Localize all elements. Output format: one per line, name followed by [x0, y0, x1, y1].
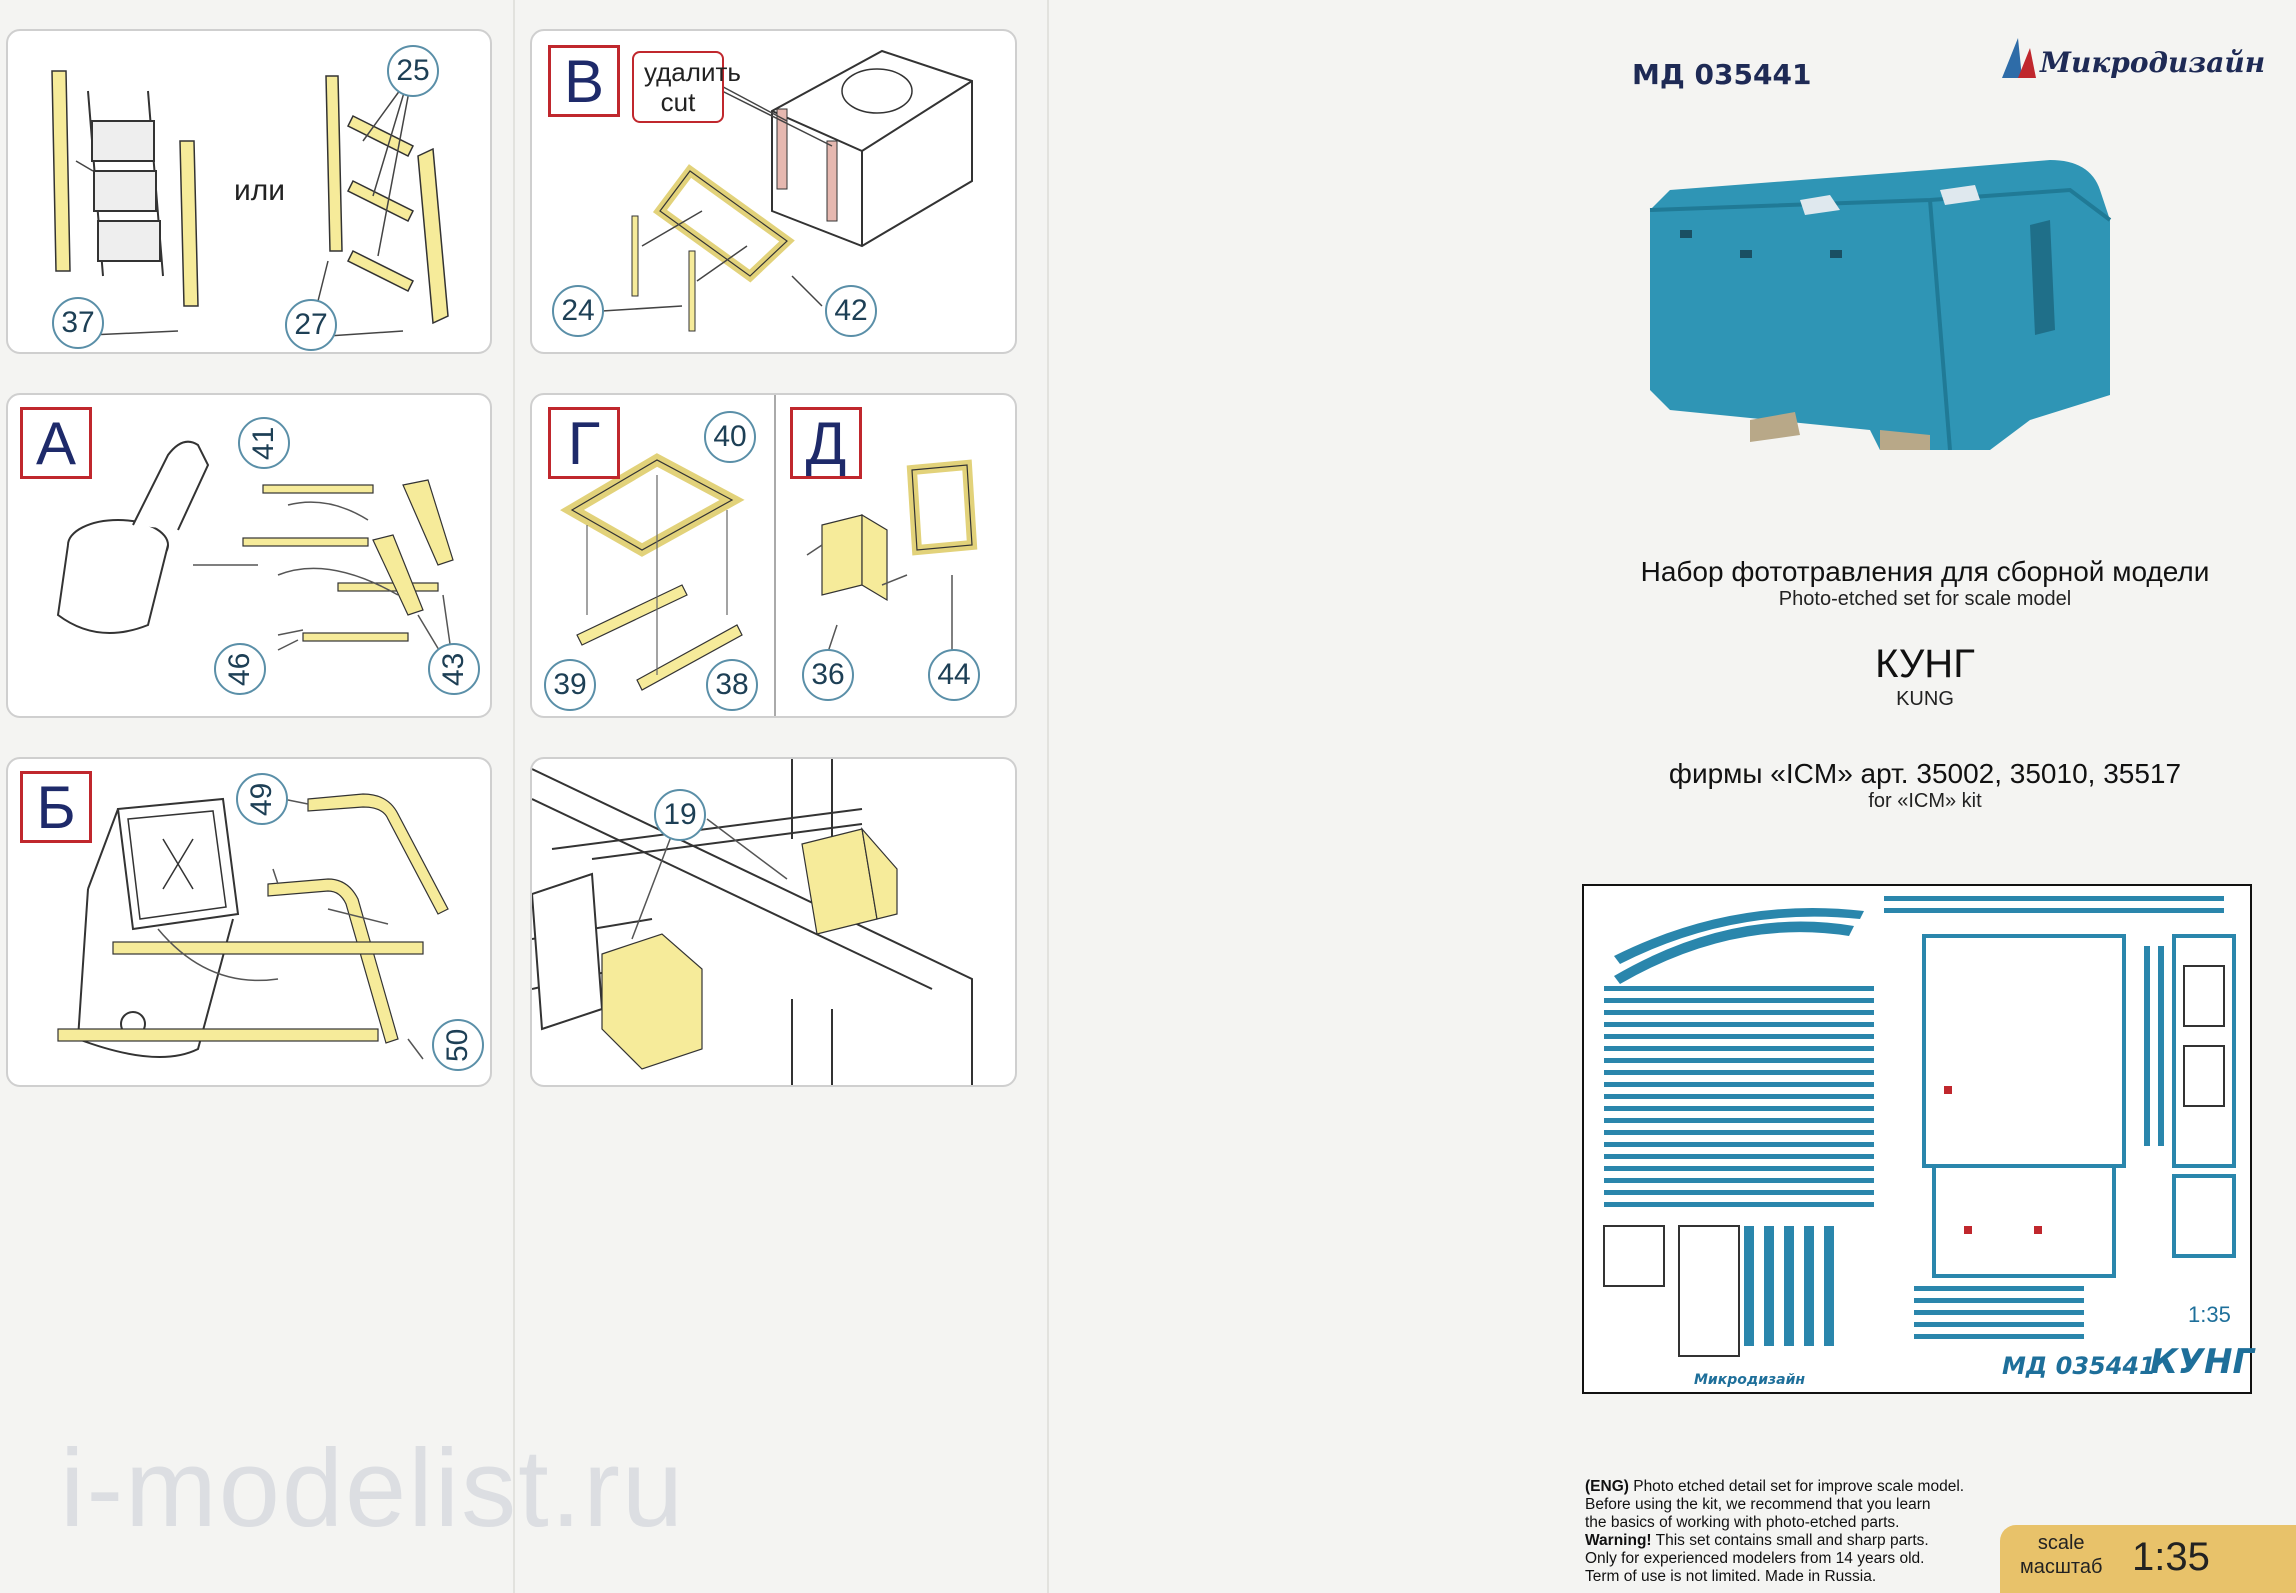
step-panel-ladder: или 37 27 25 — [6, 29, 492, 354]
scale-label-ru: масштаб — [2020, 1556, 2103, 1578]
interior-diagram — [532, 759, 973, 1085]
part-number-42: 42 — [825, 285, 877, 337]
subtitle-ru: Набор фототравления для сборной модели — [1640, 556, 2210, 587]
part-number-39: 39 — [544, 659, 596, 711]
watermark: i-modelist.ru — [60, 1427, 686, 1550]
warning-line-6: Term of use is not limited. Made in Russ… — [1585, 1568, 1877, 1585]
part-number-24: 24 — [552, 285, 604, 337]
part-number-25: 25 — [387, 45, 439, 97]
fret-scale: 1:35 — [2188, 1302, 2231, 1327]
kit-info-ru: фирмы «ICM» арт. 35002, 35010, 35517 — [1668, 758, 2182, 789]
part-number-37: 37 — [52, 297, 104, 349]
step-letter-d: Д — [790, 407, 862, 479]
muffler-diagram — [56, 440, 454, 666]
step-letter-a: А — [20, 407, 92, 479]
kit-info-en: for «ICM» kit — [1868, 790, 1982, 812]
fret-brand: Микродизайн — [1694, 1372, 1806, 1388]
fret-sheet: МД 035441 КУНГ 1:35 Микродизайн — [1582, 884, 2255, 1394]
warning-line-2: Before using the kit, we recommend that … — [1585, 1496, 1931, 1513]
brand-logo-icon — [2002, 38, 2036, 78]
fret-parts-drawing — [1603, 896, 2236, 1357]
subtitle-en: Photo-etched set for scale model — [1778, 588, 2072, 610]
title-en: KUNG — [1896, 688, 1954, 710]
warning-line-1: (ENG) Photo etched detail set for improv… — [1585, 1478, 2025, 1496]
cut-note-ru: удалить — [644, 57, 741, 87]
scale-badge: scale масштаб 1:35 — [2000, 1525, 2296, 1593]
warning-lead: (ENG) — [1585, 1478, 1629, 1495]
step-panel-b: Б 49 50 — [6, 757, 492, 1087]
step-letter-v: В — [548, 45, 620, 117]
fret-code: МД 035441 — [2002, 1352, 2156, 1380]
step-letter-g: Г — [548, 407, 620, 479]
step-panel-19: 19 — [530, 757, 1017, 1087]
part-number-49: 49 — [236, 773, 288, 825]
warning-line-4-text: This set contains small and sharp parts. — [1651, 1532, 1929, 1549]
step-panel-g-d: Г Д 40 39 38 36 44 — [530, 393, 1017, 718]
cut-note-en: cut — [660, 87, 696, 117]
tank-diagram — [57, 793, 449, 1060]
fold-line-1 — [513, 0, 515, 1593]
box-cut-diagram — [601, 49, 973, 332]
step-panel-v: В удалить cut 24 42 — [530, 29, 1017, 354]
fret-name: КУНГ — [2150, 1342, 2255, 1382]
scale-label-en: scale — [2037, 1532, 2085, 1554]
part-number-41: 41 — [238, 417, 290, 469]
part-number-44: 44 — [928, 649, 980, 701]
kung-photo — [1649, 160, 2112, 450]
part-number-40: 40 — [704, 411, 756, 463]
ladder-diagram — [51, 70, 449, 337]
product-code: МД 035441 — [1632, 58, 1812, 91]
part-number-43: 43 — [428, 643, 480, 695]
part-number-19: 19 — [654, 789, 706, 841]
step-letter-b: Б — [20, 771, 92, 843]
brand-name: Микродизайн — [2040, 46, 2266, 79]
step-panel-a: А 41 46 43 — [6, 393, 492, 718]
warning-line-5: Only for experienced modelers from 14 ye… — [1585, 1550, 1925, 1567]
warning-label: Warning! — [1585, 1532, 1652, 1549]
cut-note: удалить cut — [632, 51, 741, 123]
warning-line-3: the basics of working with photo-etched … — [1585, 1514, 1900, 1531]
or-label: или — [234, 174, 286, 207]
hatch-diagram — [560, 395, 978, 716]
warning-line-4: Warning! This set contains small and sha… — [1585, 1532, 2025, 1550]
scale-value: 1:35 — [2132, 1535, 2210, 1579]
part-number-50: 50 — [432, 1019, 484, 1071]
part-number-46: 46 — [214, 643, 266, 695]
part-number-38: 38 — [706, 659, 758, 711]
warning-text: (ENG) Photo etched detail set for improv… — [1585, 1478, 2025, 1586]
warning-line-1-text: Photo etched detail set for improve scal… — [1628, 1478, 1965, 1495]
title-ru: КУНГ — [1875, 642, 1975, 686]
part-number-27: 27 — [285, 299, 337, 351]
fold-line-2 — [1047, 0, 1049, 1593]
scale-badge-label: scale масштаб — [2020, 1531, 2102, 1579]
part-number-36: 36 — [802, 649, 854, 701]
